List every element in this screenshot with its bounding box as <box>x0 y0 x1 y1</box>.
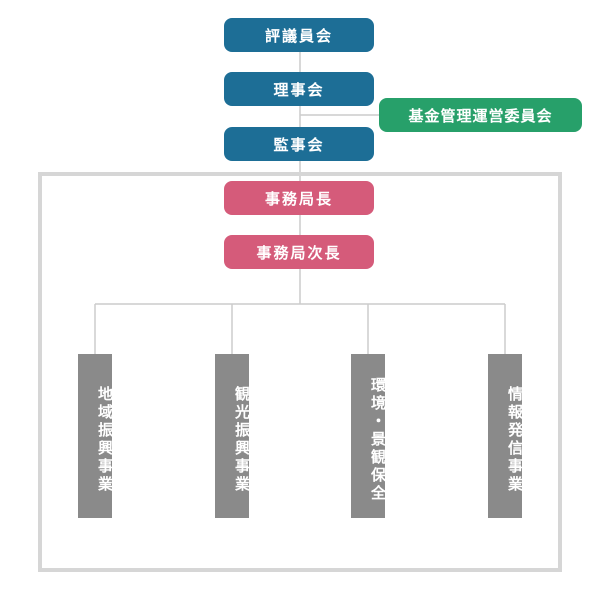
secretariat-frame <box>38 172 562 572</box>
council-label: 評議員会 <box>264 26 333 45</box>
secretary-general-box: 事務局長 <box>224 181 374 215</box>
department-box-tourism: 観光振興事業 <box>215 354 251 518</box>
board-label: 理事会 <box>273 80 325 99</box>
auditors-label: 監事会 <box>273 135 325 154</box>
department-label: 情報発信事業 <box>506 386 524 494</box>
secretary-general-label: 事務局長 <box>264 189 333 208</box>
fund-committee-label: 基金管理運営委員会 <box>408 106 553 125</box>
auditors-box: 監事会 <box>224 127 374 161</box>
deputy-secretary-general-box: 事務局次長 <box>224 235 374 269</box>
department-box-environment: 環境・景観保全 <box>351 354 387 518</box>
department-label: 観光振興事業 <box>233 386 251 494</box>
deputy-secretary-general-label: 事務局次長 <box>256 243 342 262</box>
department-label: 環境・景観保全 <box>369 377 387 503</box>
fund-committee-box: 基金管理運営委員会 <box>379 98 582 132</box>
board-box: 理事会 <box>224 72 374 106</box>
department-box-information: 情報発信事業 <box>488 354 524 518</box>
department-box-regional: 地域振興事業 <box>78 354 114 518</box>
council-box: 評議員会 <box>224 18 374 52</box>
department-label: 地域振興事業 <box>96 386 114 494</box>
